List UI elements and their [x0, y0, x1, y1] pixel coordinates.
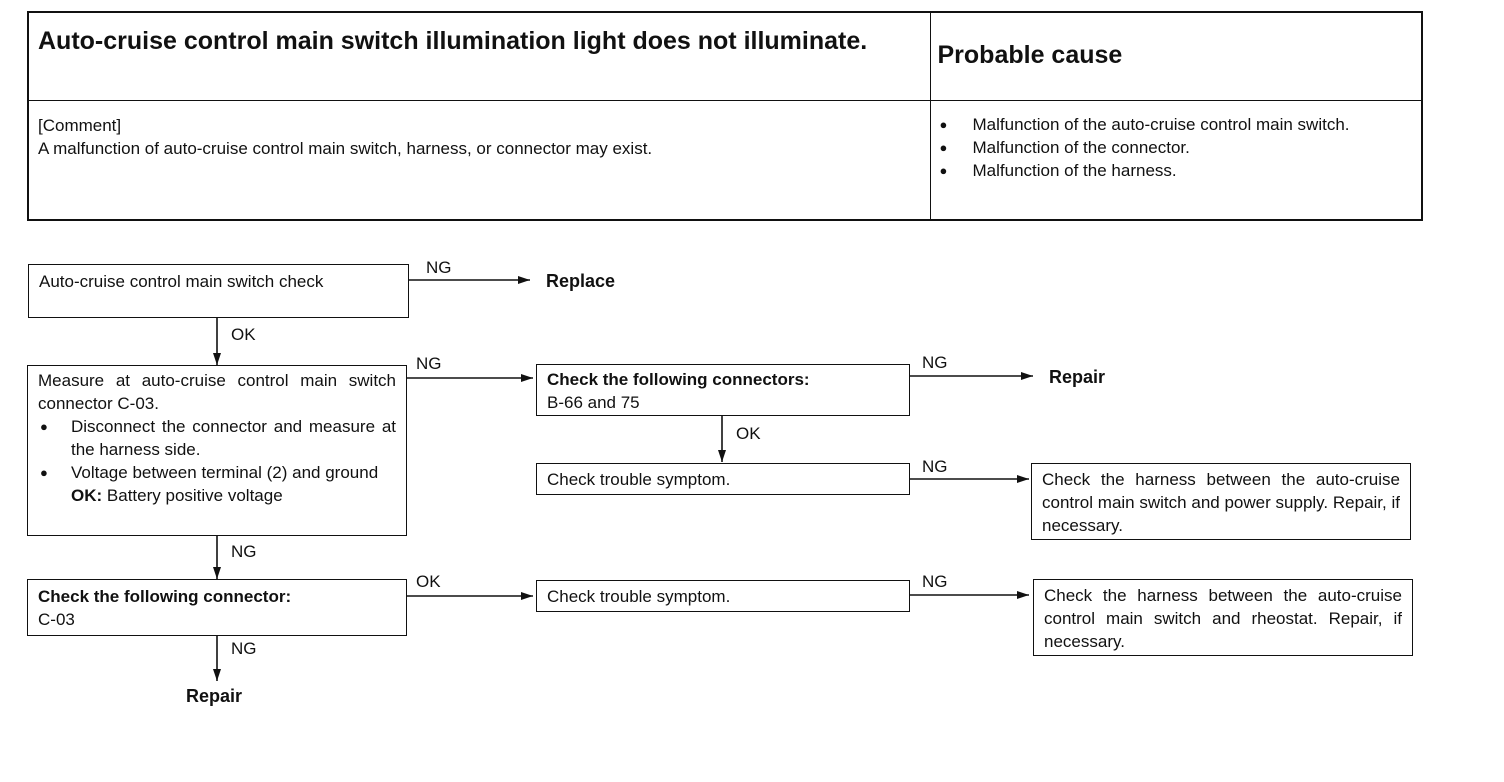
- step3-ok-label: OK: [736, 424, 761, 443]
- step4-result-box: Check the harness between the auto-cruis…: [1031, 463, 1411, 540]
- step3-ng-label: NG: [922, 353, 948, 372]
- cause-item: Malfunction of the harness.: [940, 159, 1410, 182]
- comment-label: [Comment]: [38, 115, 122, 135]
- step2-item: Voltage between terminal (2) and ground: [38, 461, 396, 484]
- step5-ng-label: NG: [231, 639, 257, 658]
- step1-ok-label: OK: [231, 325, 256, 344]
- step6-text: Check trouble symptom.: [547, 587, 731, 606]
- probable-cause-list: Malfunction of the auto-cruise control m…: [931, 101, 1422, 182]
- step6-ng-label: NG: [922, 572, 948, 591]
- step4-result-text: Check the harness between the auto-cruis…: [1042, 470, 1400, 535]
- step2-ng-down-label: NG: [231, 542, 257, 561]
- step5-value: C-03: [38, 610, 75, 629]
- step1-text: Auto-cruise control main switch check: [39, 272, 324, 291]
- probable-cause-cell: Malfunction of the auto-cruise control m…: [929, 99, 1423, 221]
- step6-result-box: Check the harness between the auto-cruis…: [1033, 579, 1413, 656]
- step2-ok-label: OK:: [71, 486, 103, 505]
- step3-title: Check the following connectors:: [547, 370, 810, 389]
- step5-ng-result: Repair: [186, 686, 243, 706]
- step1-ng-result: Replace: [546, 271, 616, 291]
- step4-box: Check trouble symptom.: [536, 463, 910, 495]
- step3-box: Check the following connectors: B-66 and…: [536, 364, 910, 416]
- symptom-table: Auto-cruise control main switch illumina…: [27, 11, 1423, 221]
- step4-ng-label: NG: [922, 457, 948, 476]
- comment-cell: [Comment] A malfunction of auto-cruise c…: [27, 99, 931, 221]
- step2-ok-value: Battery positive voltage: [106, 486, 283, 505]
- comment-text: A malfunction of auto-cruise control mai…: [38, 138, 653, 158]
- step5-ok-label: OK: [416, 572, 441, 591]
- probable-cause-header: Probable cause: [937, 41, 1123, 69]
- step3-ng-result: Repair: [1049, 367, 1106, 387]
- step2-title: Measure at auto-cruise control main swit…: [38, 371, 396, 413]
- probable-cause-header-cell: Probable cause: [929, 11, 1423, 101]
- step1-ng-label: NG: [426, 258, 452, 277]
- step1-box: Auto-cruise control main switch check: [28, 264, 409, 318]
- step3-value: B-66 and 75: [547, 393, 640, 412]
- step2-ok-row: OK: Battery positive voltage: [38, 484, 396, 507]
- step6-box: Check trouble symptom.: [536, 580, 910, 612]
- step2-box: Measure at auto-cruise control main swit…: [27, 365, 407, 536]
- step5-title: Check the following connector:: [38, 587, 292, 606]
- step2-list: Disconnect the connector and measure at …: [38, 415, 396, 484]
- cause-item: Malfunction of the auto-cruise control m…: [940, 113, 1410, 136]
- cause-item: Malfunction of the connector.: [940, 136, 1410, 159]
- symptom-title-cell: Auto-cruise control main switch illumina…: [27, 11, 931, 101]
- step2-ng-right-label: NG: [416, 354, 442, 373]
- step2-item: Disconnect the connector and measure at …: [38, 415, 396, 461]
- step4-text: Check trouble symptom.: [547, 470, 731, 489]
- step6-result-text: Check the harness between the auto-cruis…: [1044, 586, 1402, 651]
- symptom-title: Auto-cruise control main switch illumina…: [38, 27, 868, 55]
- step5-box: Check the following connector: C-03: [27, 579, 407, 636]
